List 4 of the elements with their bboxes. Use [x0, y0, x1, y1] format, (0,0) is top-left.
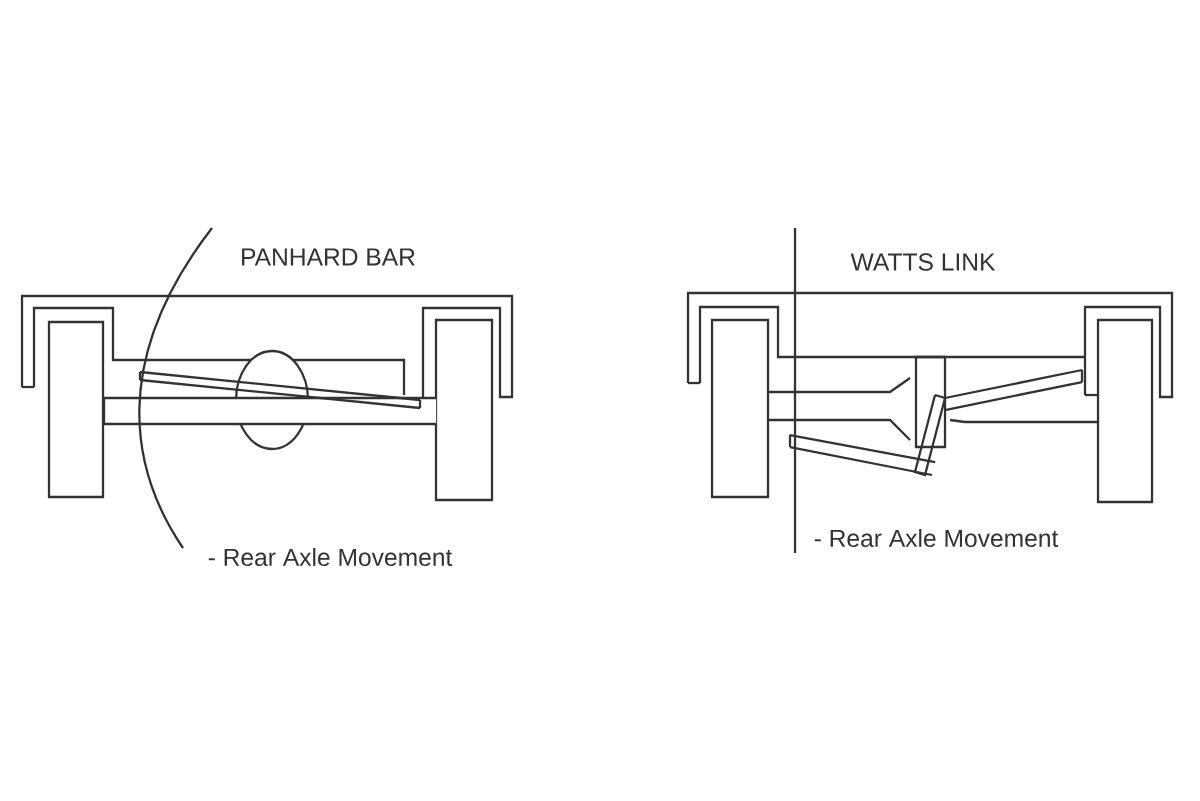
caption-text: - Rear Axle Movement [814, 528, 1059, 548]
caption-text: WATTS LINK [850, 253, 996, 271]
caption-text: PANHARD BAR [242, 248, 415, 266]
caption-text: - Rear Axle Movement [208, 547, 453, 567]
